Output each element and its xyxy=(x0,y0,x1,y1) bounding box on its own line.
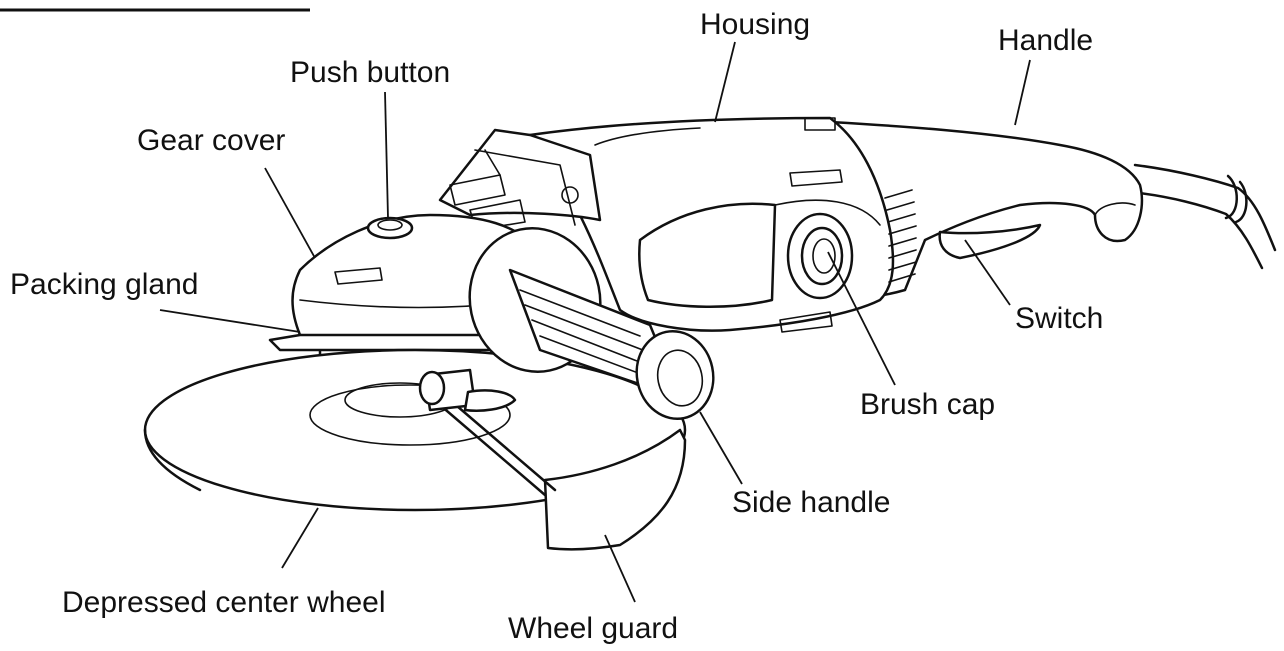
switch-label: Switch xyxy=(1015,302,1104,335)
handle-label: Handle xyxy=(998,24,1094,57)
guard-clamp xyxy=(418,368,517,412)
gear-head xyxy=(438,128,602,231)
power-cord xyxy=(1128,163,1277,270)
packing-gland-label: Packing gland xyxy=(10,268,199,301)
push-button-label: Push button xyxy=(290,56,451,89)
side-handle xyxy=(468,227,715,421)
housing-label: Housing xyxy=(700,8,811,41)
wheel-guard-label: Wheel guard xyxy=(508,612,679,645)
switch-lever xyxy=(938,223,1042,260)
leader-lines xyxy=(159,41,1031,603)
depressed-center-wheel-label: Depressed center wheel xyxy=(62,586,386,619)
brush-cap-label: Brush cap xyxy=(860,388,996,421)
wheel-guard xyxy=(438,398,687,551)
push-button xyxy=(366,216,414,240)
side-handle-label: Side handle xyxy=(732,486,891,519)
brush-cap xyxy=(786,212,854,300)
gear-cover-label: Gear cover xyxy=(137,124,286,157)
